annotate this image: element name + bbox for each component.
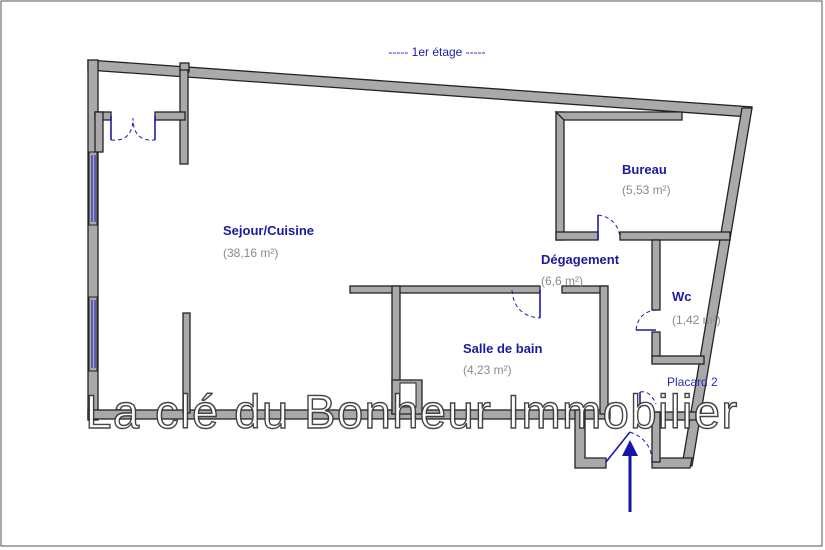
door-entry-arc: [629, 431, 653, 463]
room-name-wc: Wc: [672, 289, 692, 304]
windows: [88, 151, 98, 372]
room-name-sejour: Sejour/Cuisine: [223, 223, 314, 238]
wall-bureau-left: [555, 111, 565, 241]
wall-left: [87, 59, 99, 421]
wall-sdb-duct-inner: [399, 382, 417, 408]
door-sdb-arc: [511, 289, 541, 319]
wall-closet-inner: [94, 111, 104, 153]
wall-closet-stub-right: [154, 111, 186, 121]
wall-wc-left: [651, 239, 661, 311]
floor-label: ----- 1er étage -----: [388, 45, 485, 59]
wall-bottom: [87, 409, 611, 420]
wall-sdb-right: [599, 285, 609, 415]
door-entry-leaf: [605, 431, 631, 463]
room-name-sdb: Salle de bain: [463, 341, 543, 356]
wall-bureau-top: [554, 111, 683, 121]
wall-wc-bottom: [651, 355, 705, 365]
wall-placard-left: [651, 411, 661, 463]
wall-entry-right: [651, 457, 693, 469]
wall-sdb-top-a: [349, 285, 541, 294]
door-placard-arc: [639, 391, 657, 405]
door-wc-arc: [635, 309, 657, 331]
room-area-sdb: (4,23 m²): [463, 363, 512, 377]
room-name-degagement: Dégagement: [541, 252, 620, 267]
window-left-frame-lower: [88, 296, 98, 372]
room-area-sejour: (38,16 m²): [223, 246, 278, 260]
room-area-bureau: (5,53 m²): [622, 183, 671, 197]
window-left-frame-upper: [88, 151, 98, 226]
wall-bureau-bottom-a: [555, 231, 599, 241]
doors: [110, 116, 657, 463]
door-closet-arc: [110, 117, 156, 141]
entry-arrow: [622, 440, 638, 512]
wall-entry-left: [574, 409, 607, 469]
wall-right: [681, 107, 753, 467]
walls: [87, 59, 753, 469]
room-labels: Sejour/Cuisine (38,16 m²) Bureau (5,53 m…: [223, 162, 721, 389]
room-area-wc: (1,42 m²): [672, 313, 721, 327]
room-name-bureau: Bureau: [622, 162, 667, 177]
room-area-degagement: (6,6 m²): [541, 274, 583, 288]
cupboard-label: Placard 2: [667, 375, 718, 389]
watermark-text: La clé du Bonheur Immobilier: [85, 385, 738, 438]
door-bureau-arc: [597, 214, 621, 239]
wall-bureau-bottom-b: [619, 231, 731, 241]
wall-pier: [182, 312, 191, 414]
